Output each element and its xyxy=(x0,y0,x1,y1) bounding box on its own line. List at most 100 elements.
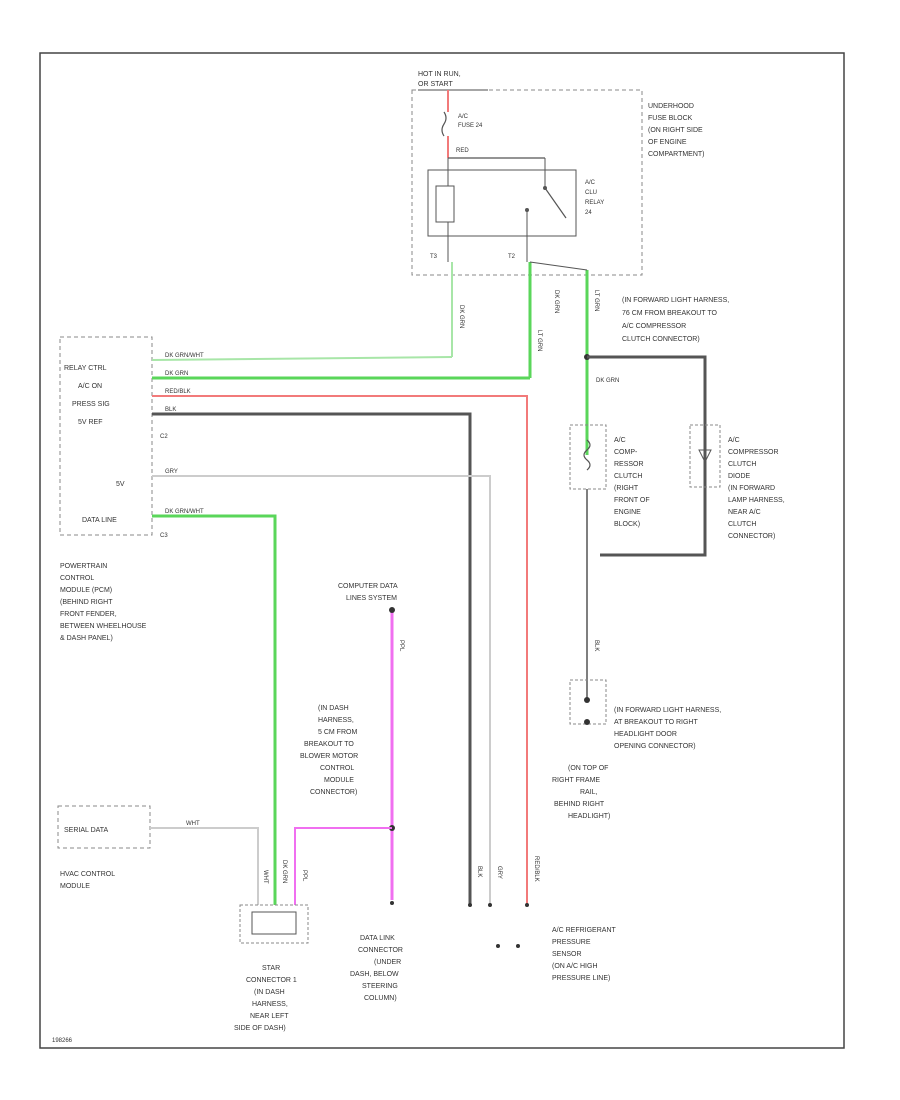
ground-location-2: RIGHT FRAME xyxy=(552,777,600,784)
relay-label-1: A/C xyxy=(585,180,596,186)
clutch-label-4: CLUTCH xyxy=(614,473,642,480)
fuse-out-wire-label: RED xyxy=(456,148,469,154)
diode-outline xyxy=(689,424,721,488)
star-label-1: STAR xyxy=(262,965,280,972)
diode-label-9: CONNECTOR) xyxy=(728,533,775,540)
clutch-label-8: BLOCK) xyxy=(614,521,640,528)
wire-5v xyxy=(152,475,491,905)
wire-diode-loop xyxy=(587,355,707,557)
star-wire-ppl: PPL xyxy=(301,870,307,882)
sensor-label-3: SENSOR xyxy=(552,951,582,958)
wire-5v-ref-label: BLK xyxy=(165,407,176,413)
sensor-wire-gry: GRY xyxy=(496,866,502,879)
dlc-label-1: DATA LINK xyxy=(360,935,395,942)
relay-label-4: 24 xyxy=(585,210,592,216)
pcm-pin-5v: 5V xyxy=(116,481,125,488)
diode-label-1: A/C xyxy=(728,437,740,444)
star-label-3: (IN DASH xyxy=(254,989,285,996)
diode-label-8: CLUTCH xyxy=(728,521,756,528)
splice-wire-label: DK GRN xyxy=(596,378,619,384)
ground-location-1: (ON TOP OF xyxy=(568,765,608,772)
dash-label-7: MODULE xyxy=(324,777,354,784)
pcm-outline xyxy=(59,336,153,536)
star-label-4: HARNESS, xyxy=(252,1001,288,1008)
dash-label-2: HARNESS, xyxy=(318,717,354,724)
wire-press-sig-label: RED/BLK xyxy=(165,389,191,395)
serial-wire-label: WHT xyxy=(186,821,200,827)
dlc-label-6: COLUMN) xyxy=(364,995,397,1002)
pressure-sensor: BLK GRY RED/BLK A/C REFRIGERANT PRESSURE… xyxy=(468,856,617,982)
clutch-label-3: RESSOR xyxy=(614,461,644,468)
relay-switch-pivot xyxy=(543,186,547,190)
clutch-coil xyxy=(583,439,591,471)
sensor-wire-red: RED/BLK xyxy=(533,856,539,882)
wire-data-line-label: DK GRN/WHT xyxy=(165,509,204,515)
serial-data-label: SERIAL DATA xyxy=(64,827,109,834)
fuse-block-header-2: OR START xyxy=(418,81,453,88)
figure-id: 198266 xyxy=(52,1038,73,1044)
diode-label-3: CLUTCH xyxy=(728,461,756,468)
compressor-clutch: A/C COMP- RESSOR CLUTCH (RIGHT FRONT OF … xyxy=(569,424,650,700)
sensor-pin-1 xyxy=(468,903,472,907)
dash-label-6: CONTROL xyxy=(320,765,354,772)
diode-label-5: (IN FORWARD xyxy=(728,485,775,492)
underhood-fuse-block: HOT IN RUN, OR START A/C FUSE 24 RED A/C… xyxy=(411,71,705,276)
clutch-label-6: FRONT OF xyxy=(614,497,650,504)
vlabel-4: LT GRN xyxy=(593,290,599,311)
data-system-dot xyxy=(389,607,395,613)
sensor-label-5: PRESSURE LINE) xyxy=(552,975,610,982)
diode-label-6: LAMP HARNESS, xyxy=(728,497,785,504)
pcm-pin-press-sig: PRESS SIG xyxy=(72,401,110,408)
sensor-label-2: PRESSURE xyxy=(552,939,591,946)
diode-label-7: NEAR A/C xyxy=(728,509,761,516)
pcm-label-5: FRONT FENDER, xyxy=(60,611,117,618)
star-connector-outline xyxy=(239,904,309,944)
star-label-6: SIDE OF DASH) xyxy=(234,1025,286,1032)
relay-coil xyxy=(435,185,455,223)
ground-connector-dot xyxy=(584,697,590,703)
hvac-control-module: SERIAL DATA WHT HVAC CONTROL MODULE xyxy=(57,805,259,905)
star-wire-wht: WHT xyxy=(262,870,268,884)
splice-label-1: (IN FORWARD LIGHT HARNESS, xyxy=(622,297,729,304)
ground-label-4: OPENING CONNECTOR) xyxy=(614,743,696,750)
vlabel-2: LT GRN xyxy=(536,330,542,351)
wire-relay-ctrl xyxy=(151,356,453,361)
splice-label-3: A/C COMPRESSOR xyxy=(622,323,686,330)
splice-label-2: 76 CM FROM BREAKOUT TO xyxy=(622,310,717,317)
sensor-wire-blk: BLK xyxy=(476,866,482,877)
sensor-body-dot-1 xyxy=(496,944,500,948)
fuse-block-outline xyxy=(411,89,643,276)
pcm-pin-relay-ctrl: RELAY CTRL xyxy=(64,365,107,372)
wire-5v-ref xyxy=(152,412,472,905)
diagram-frame xyxy=(39,52,845,1049)
pcm-wires: DK GRN/WHT DK GRN RED/BLK BLK GRY DK GRN… xyxy=(151,353,530,905)
fuse-block-label-4: OF ENGINE xyxy=(648,139,687,146)
relay-contact xyxy=(525,208,529,212)
dlc-pin xyxy=(390,901,394,905)
data-line-system: COMPUTER DATA LINES SYSTEM PPL xyxy=(294,583,404,905)
fuse-block-output-wires: DK GRN LT GRN DK GRN LT GRN xyxy=(451,261,599,455)
clutch-label-7: ENGINE xyxy=(614,509,641,516)
dlc-label-3: (UNDER xyxy=(374,959,401,966)
data-system-label-1: COMPUTER DATA xyxy=(338,583,398,590)
sensor-body-dot-2 xyxy=(516,944,520,948)
ground-location-5: HEADLIGHT) xyxy=(568,813,610,820)
ppl-wire-label: PPL xyxy=(398,640,404,652)
ground-wire-label: BLK xyxy=(593,640,599,651)
pcm-connector-c2: C2 xyxy=(160,434,168,440)
pcm-pin-5v-ref: 5V REF xyxy=(78,419,103,426)
dash-label-5: BLOWER MOTOR xyxy=(300,753,358,760)
pcm-label-7: & DASH PANEL) xyxy=(60,635,113,642)
terminal-t2: T2 xyxy=(508,254,516,260)
star-connector: WHT DK GRN PPL STAR CONNECTOR 1 (IN DASH… xyxy=(234,860,309,1032)
clutch-label-2: COMP- xyxy=(614,449,638,456)
star-wire-grn: DK GRN xyxy=(281,860,287,883)
ground-location-3: RAIL, xyxy=(580,789,598,796)
fuse-24-symbol xyxy=(441,111,447,137)
ground-label-2: AT BREAKOUT TO RIGHT xyxy=(614,719,698,726)
diode-label-2: COMPRESSOR xyxy=(728,449,779,456)
data-system-label-2: LINES SYSTEM xyxy=(346,595,397,602)
ground-location-4: BEHIND RIGHT xyxy=(554,801,605,808)
dash-label-8: CONNECTOR) xyxy=(310,789,357,796)
